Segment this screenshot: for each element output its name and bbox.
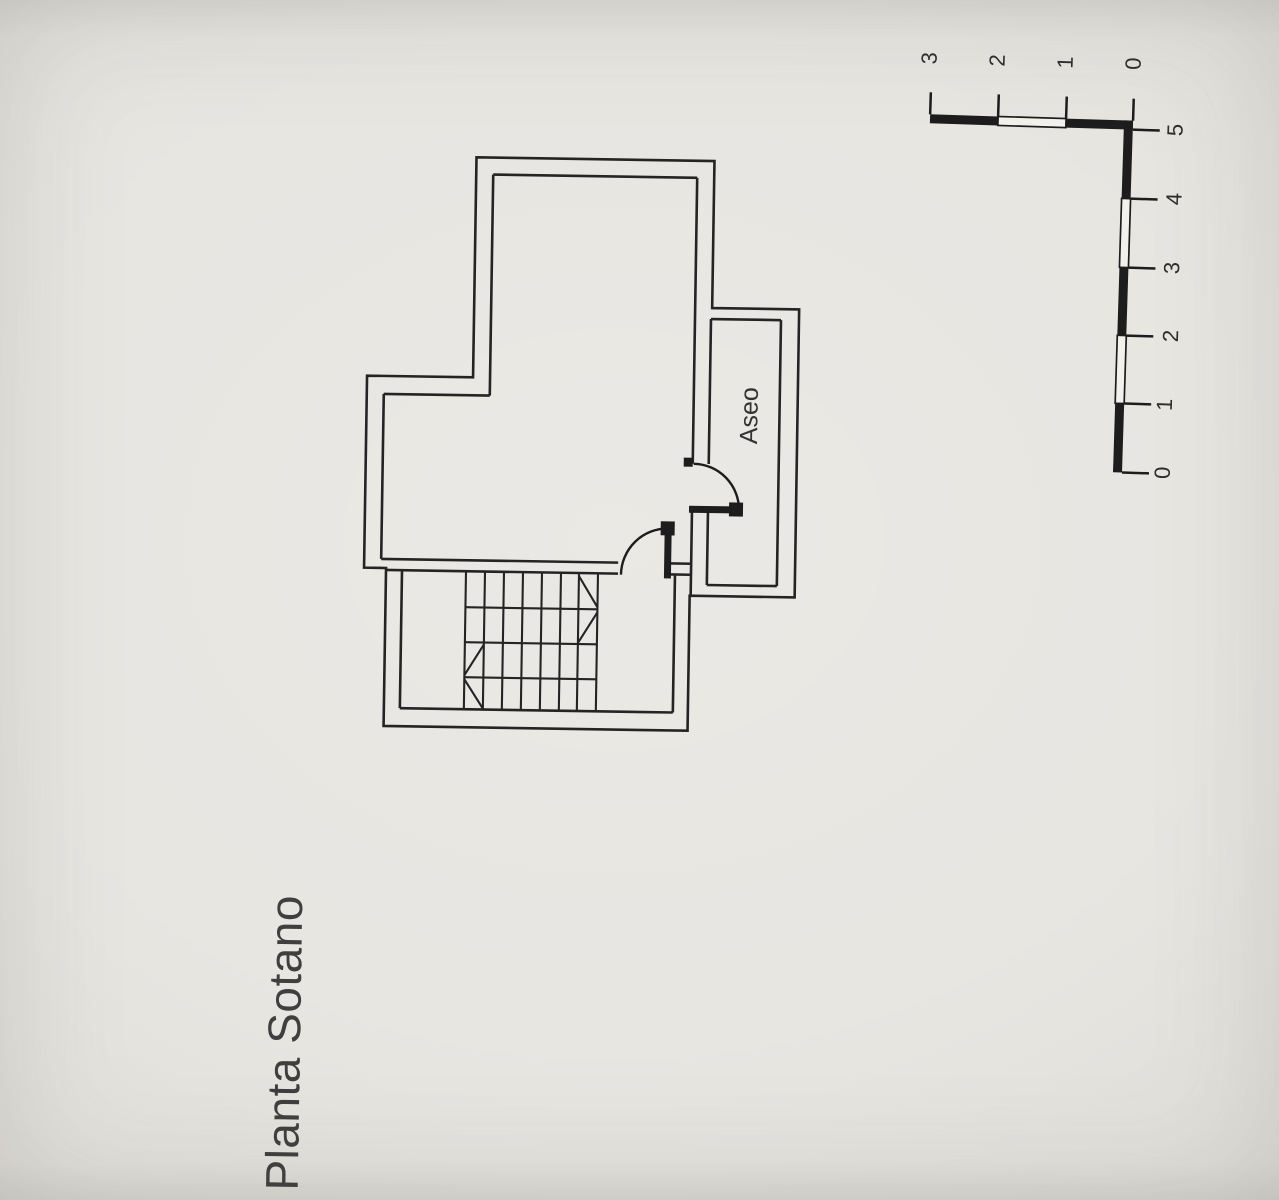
- building-outer-wall: [362, 156, 801, 733]
- scale-label-v-5: 5: [1162, 123, 1187, 136]
- scale-label-v-1: 1: [1152, 398, 1177, 411]
- plan-title: Planta Sotano: [256, 895, 313, 1191]
- scale-label-h-0: 0: [1120, 57, 1145, 70]
- scale-label-h-2: 2: [985, 54, 1010, 67]
- scale-label-h-3: 3: [917, 52, 942, 65]
- door-swing-stairs: [619, 521, 675, 579]
- scale-bar: 3 2 1 0 5 4 3 2: [917, 52, 1188, 480]
- room-label-aseo: Aseo: [735, 387, 764, 444]
- scale-bar-vertical: 5 4 3 2 1 0: [1112, 120, 1188, 479]
- scale-bar-horizontal: 3 2 1 0: [917, 52, 1146, 130]
- door-swing-aseo: [683, 457, 744, 517]
- scale-label-v-3: 3: [1159, 261, 1184, 274]
- staircase: [462, 571, 600, 712]
- interior-walls: [379, 173, 699, 714]
- scale-label-h-1: 1: [1052, 56, 1077, 69]
- scale-label-v-0: 0: [1150, 466, 1175, 479]
- scale-label-v-4: 4: [1161, 192, 1186, 205]
- aseo-room-walls: [705, 317, 783, 588]
- floor-plan: Aseo: [362, 156, 801, 733]
- stair-break-lines: [463, 575, 599, 710]
- scale-label-v-2: 2: [1158, 329, 1183, 342]
